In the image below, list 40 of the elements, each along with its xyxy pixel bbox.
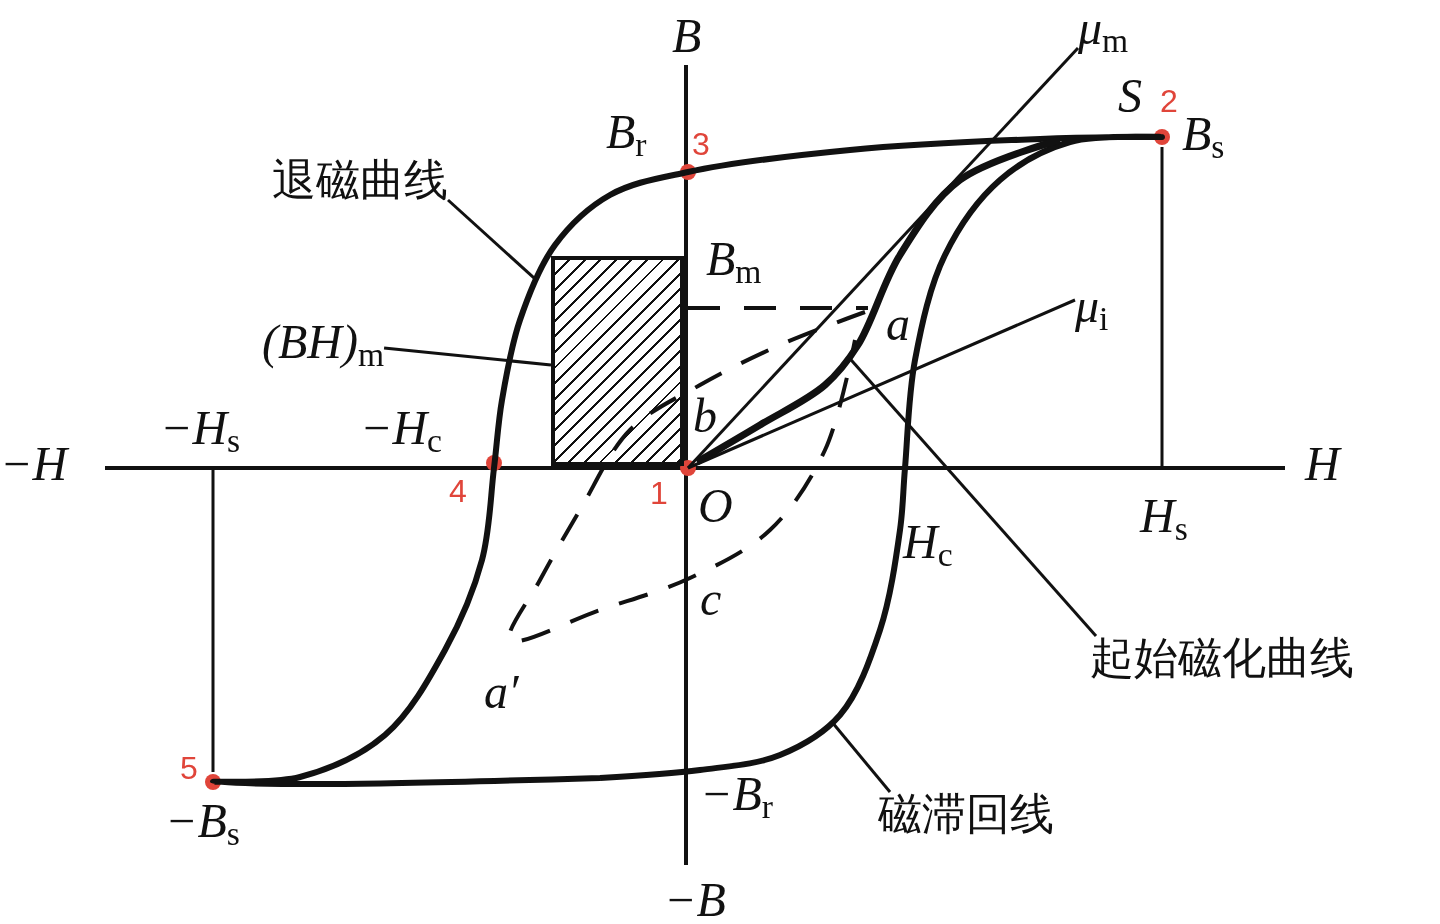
leader-line (447, 198, 537, 281)
callout-label: 磁滞回线 (878, 792, 1054, 836)
point-marker (680, 164, 696, 180)
axis-symbol: −B$_{s}$ (165, 797, 240, 851)
axis-symbol: −B (664, 876, 726, 924)
axis-symbol: a (886, 300, 910, 348)
callout-label: 退磁曲线 (272, 158, 448, 202)
axis-symbol: H (1305, 440, 1340, 488)
axis-symbol: b (693, 392, 717, 440)
axis-symbol: B$_{s}$ (1182, 110, 1225, 164)
axis-symbol: −H$_{s}$ (160, 404, 241, 458)
point-marker (1154, 129, 1170, 145)
point-number: 2 (1160, 85, 1178, 117)
point-marker (486, 455, 502, 471)
point-number: 5 (180, 752, 198, 784)
axis-symbol: −H (0, 440, 68, 488)
leader-line (848, 357, 1098, 637)
axis-symbol: −B$_{r}$ (700, 770, 773, 824)
point-number: 4 (449, 475, 467, 507)
leader-line (687, 298, 1076, 470)
leader-line (831, 721, 892, 793)
axis-symbol: O (698, 482, 733, 530)
point-marker (205, 774, 221, 790)
axis-symbol: a′ (484, 668, 519, 716)
leader-line (686, 46, 1080, 470)
callout-label: μ$_{m}$ (1078, 4, 1129, 58)
callout-label: 起始磁化曲线 (1090, 636, 1354, 680)
axis-symbol: B$_{r}$ (606, 108, 647, 162)
axis-symbol: H$_{s}$ (1140, 492, 1188, 546)
point-number: 3 (692, 128, 710, 160)
leader-line (383, 346, 552, 367)
callout-label: (BH)$_{m}$ (262, 318, 385, 372)
axis-symbol: H$_{c}$ (903, 518, 953, 572)
point-number: 1 (650, 477, 668, 509)
axis-symbol: B$_{m}$ (706, 235, 762, 289)
axis-symbol: B (672, 12, 702, 60)
callout-label: μ$_{i}$ (1075, 282, 1109, 336)
axis-symbol: S (1118, 72, 1142, 120)
axis-symbol: −H$_{c}$ (360, 404, 442, 458)
axis-symbol: c (700, 575, 722, 623)
